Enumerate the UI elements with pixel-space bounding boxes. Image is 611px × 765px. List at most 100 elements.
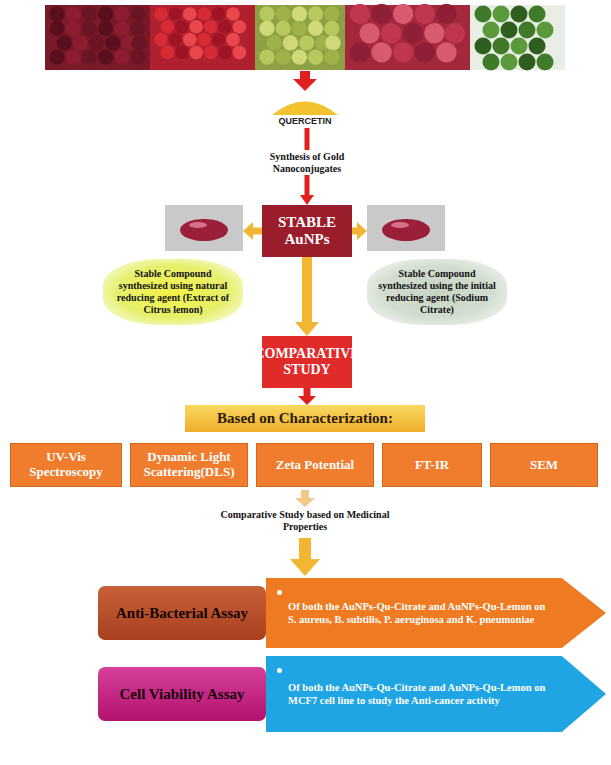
photo-dot bbox=[218, 46, 232, 60]
photo-dot bbox=[308, 21, 323, 36]
photo-dot bbox=[154, 7, 168, 21]
photo-dot bbox=[529, 38, 546, 55]
photo-dot bbox=[105, 35, 120, 50]
photo-dot bbox=[259, 6, 274, 21]
photo-dot bbox=[529, 6, 546, 23]
photo-dot bbox=[475, 38, 492, 55]
powder-pile bbox=[270, 94, 340, 116]
connector bbox=[352, 222, 367, 240]
arrow-head bbox=[243, 222, 253, 240]
photo-dot bbox=[130, 50, 145, 65]
connector bbox=[295, 257, 319, 336]
photo-dot bbox=[49, 21, 64, 36]
photo-dot bbox=[324, 21, 339, 36]
photo-ground bbox=[165, 205, 243, 251]
photo-dot bbox=[324, 6, 339, 21]
photo-dot bbox=[82, 21, 97, 36]
vial-photo bbox=[367, 205, 445, 251]
photo-dot bbox=[292, 21, 307, 36]
photo-dot bbox=[475, 6, 492, 23]
bullet-dot bbox=[277, 590, 282, 595]
method-box: SEM bbox=[490, 443, 598, 487]
photo-frame bbox=[45, 5, 565, 70]
photo-dot bbox=[519, 54, 536, 71]
photo-dot bbox=[197, 33, 211, 47]
product-node: Stable Compound synthesized using the in… bbox=[367, 205, 507, 325]
photo-dot bbox=[350, 42, 370, 62]
photo-dot bbox=[98, 21, 113, 36]
photo-dot bbox=[501, 54, 518, 71]
gold-colloid-drop bbox=[382, 219, 430, 241]
photo-dot bbox=[131, 35, 146, 50]
process-box: COMPARATIVE STUDY bbox=[262, 336, 352, 388]
node-text: Of both the AuNPs-Qu-Citrate and AuNPs-Q… bbox=[266, 673, 606, 715]
photo-dot bbox=[175, 46, 189, 60]
photo-dot bbox=[226, 33, 240, 47]
photo-dot bbox=[371, 4, 391, 24]
photo-dot bbox=[292, 50, 307, 65]
photo-dot bbox=[259, 21, 274, 36]
photo-dot bbox=[403, 23, 423, 43]
photo-dot bbox=[175, 20, 189, 34]
photo-dot bbox=[82, 6, 97, 21]
photo-dot bbox=[511, 6, 528, 23]
photo-dot bbox=[415, 4, 435, 24]
photo-dot bbox=[161, 20, 175, 34]
photo-dot bbox=[493, 6, 510, 23]
photo-dot bbox=[197, 7, 211, 21]
node-text: Zeta Potential bbox=[276, 458, 354, 473]
node-text: UV-Vis Spectroscopy bbox=[16, 450, 116, 480]
drop-highlight bbox=[391, 222, 409, 228]
process-box: STABLE AuNPs bbox=[262, 205, 352, 257]
photo-dot bbox=[57, 35, 72, 50]
photo-dot bbox=[204, 20, 218, 34]
node-text: Cell Viability Assay bbox=[119, 686, 244, 703]
arrow-shape bbox=[266, 578, 606, 648]
photo-dot bbox=[415, 42, 435, 62]
photo-dot bbox=[537, 22, 554, 39]
arrow-head bbox=[298, 396, 316, 405]
assay-box: Anti-Bacterial Assay bbox=[98, 586, 266, 640]
photo-dot bbox=[359, 23, 379, 43]
cranberry-photo bbox=[150, 5, 255, 70]
photo-dot bbox=[189, 20, 203, 34]
photo-dot bbox=[218, 20, 232, 34]
photo-dot bbox=[66, 6, 81, 21]
photo-dot bbox=[114, 6, 129, 21]
photo-dot bbox=[161, 46, 175, 60]
photo-dot bbox=[483, 54, 500, 71]
arrow-shaft bbox=[304, 388, 311, 397]
method-box: Dynamic Light Scattering(DLS) bbox=[130, 443, 248, 487]
photo-dot bbox=[233, 20, 247, 34]
photo-dot bbox=[393, 4, 413, 24]
photo-dot bbox=[82, 50, 97, 65]
photo-dot bbox=[325, 35, 340, 50]
edge-label: Synthesis of Gold Nanoconjugates bbox=[253, 150, 361, 175]
photo-dot bbox=[73, 35, 88, 50]
photo-dot bbox=[292, 6, 307, 21]
photo-dot bbox=[308, 6, 323, 21]
arrow-shaft bbox=[252, 228, 262, 235]
photo-dot bbox=[212, 33, 226, 47]
connector bbox=[243, 222, 262, 240]
photo-dot bbox=[226, 7, 240, 21]
photo-dot bbox=[98, 6, 113, 21]
photo-dot bbox=[324, 50, 339, 65]
photo-dot bbox=[130, 6, 145, 21]
photo-dot bbox=[89, 35, 104, 50]
node-text: Stable Compound synthesized using natura… bbox=[103, 259, 243, 325]
method-box: FT-IR bbox=[382, 443, 482, 487]
broccoli-photo bbox=[470, 5, 565, 70]
photo-dot bbox=[424, 23, 444, 43]
photo-dot bbox=[66, 50, 81, 65]
photo-dot bbox=[130, 21, 145, 36]
photo-dot bbox=[436, 42, 456, 62]
photo-dot bbox=[169, 33, 183, 47]
photo-dot bbox=[371, 42, 391, 62]
arrow-shape bbox=[266, 656, 606, 732]
photo-dot bbox=[114, 50, 129, 65]
method-box: Zeta Potential bbox=[256, 443, 374, 487]
arrow-note: Of both the AuNPs-Qu-Citrate and AuNPs-Q… bbox=[266, 578, 606, 648]
photo-dot bbox=[350, 4, 370, 24]
photo-dot bbox=[114, 21, 129, 36]
